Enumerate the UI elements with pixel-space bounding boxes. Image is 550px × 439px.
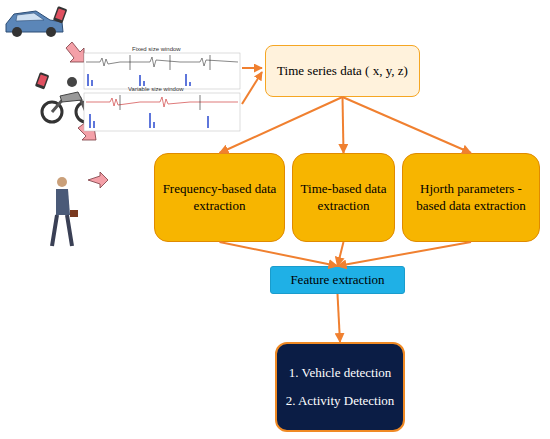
- output-box: 1. Vehicle detection 2. Activity Detectio…: [275, 342, 405, 432]
- node-text: Frequency-based data extraction: [161, 181, 278, 214]
- flow-arrow: [220, 97, 343, 153]
- person-icon: [52, 177, 78, 246]
- variable-window-plot: [84, 93, 240, 131]
- node-text: Hjorth parameters -based data extraction: [409, 181, 533, 214]
- feature-box: Feature extraction: [270, 266, 405, 294]
- node-text: Feature extraction: [290, 272, 384, 288]
- node-text: Time-based data extraction: [299, 181, 388, 214]
- plot-title: Variable size window: [128, 86, 184, 92]
- process-box: Hjorth parameters -based data extraction: [402, 153, 540, 242]
- flow-arrow: [343, 97, 344, 153]
- flow-arrow: [343, 97, 472, 153]
- plot-title: Fixed size window: [132, 46, 181, 52]
- flow-arrow: [220, 242, 338, 266]
- input-arrow: [242, 72, 262, 104]
- flow-arrow: [338, 242, 472, 266]
- fixed-window-plot: [84, 53, 240, 89]
- phone-icon: [53, 6, 68, 24]
- process-box: Time-based data extraction: [292, 153, 395, 242]
- node-text: Time series data ( x, y, z): [277, 63, 408, 79]
- flow-arrow: [338, 294, 341, 342]
- node-text: 1. Vehicle detection: [289, 365, 392, 381]
- node-text: 2. Activity Detection: [286, 393, 395, 409]
- input-box: Time series data ( x, y, z): [265, 45, 420, 97]
- input-arrow: [242, 67, 262, 69]
- phone-icon: [35, 72, 50, 90]
- flow-arrow: [338, 242, 344, 266]
- car-icon: [6, 11, 63, 37]
- process-box: Frequency-based data extraction: [154, 153, 285, 242]
